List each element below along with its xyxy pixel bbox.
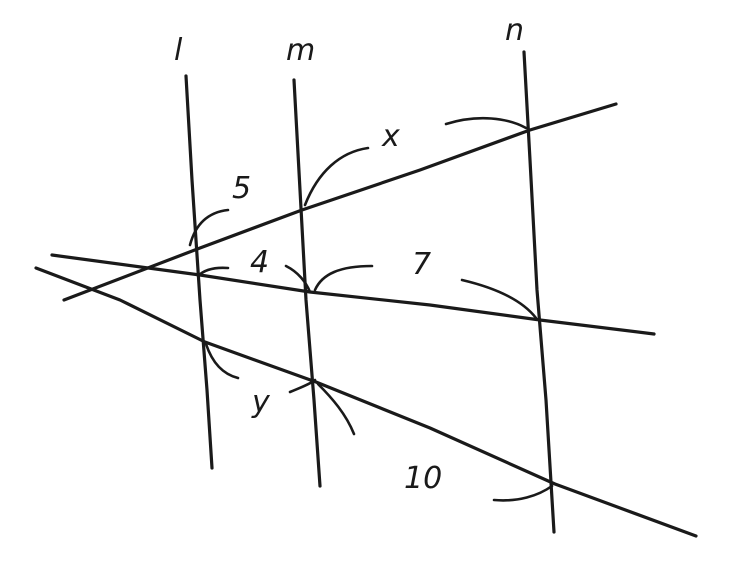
transversal-middle xyxy=(50,253,656,336)
bracket-bottom-left-b xyxy=(288,378,317,394)
bracket-top-right-a xyxy=(303,146,370,207)
line-n xyxy=(522,50,556,534)
line-m xyxy=(292,78,322,488)
segment-label-y: y xyxy=(251,385,271,420)
bracket-top-left xyxy=(188,208,230,247)
segment-label-10: 10 xyxy=(404,461,442,496)
bracket-bottom-right xyxy=(492,484,554,502)
line-label-l: l xyxy=(174,33,183,68)
bracket-middle-right-a xyxy=(313,264,374,292)
transversal-top xyxy=(62,102,618,302)
segment-label-7: 7 xyxy=(412,247,431,282)
segment-label-4: 4 xyxy=(250,245,269,280)
segment-label-5: 5 xyxy=(232,171,251,206)
bracket-middle-right-b xyxy=(460,278,538,320)
bracket-top-right-b xyxy=(444,116,528,130)
line-l xyxy=(184,74,214,470)
bracket-bottom-left-a xyxy=(204,342,240,380)
transversal-bottom xyxy=(34,266,698,538)
bracket-middle-left-a xyxy=(196,266,230,278)
line-label-n: n xyxy=(505,13,524,48)
segment-label-x: x xyxy=(381,119,400,154)
bracket-bottom-mid xyxy=(316,382,356,436)
bracket-middle-left-b xyxy=(284,264,312,294)
line-label-m: m xyxy=(286,33,315,68)
